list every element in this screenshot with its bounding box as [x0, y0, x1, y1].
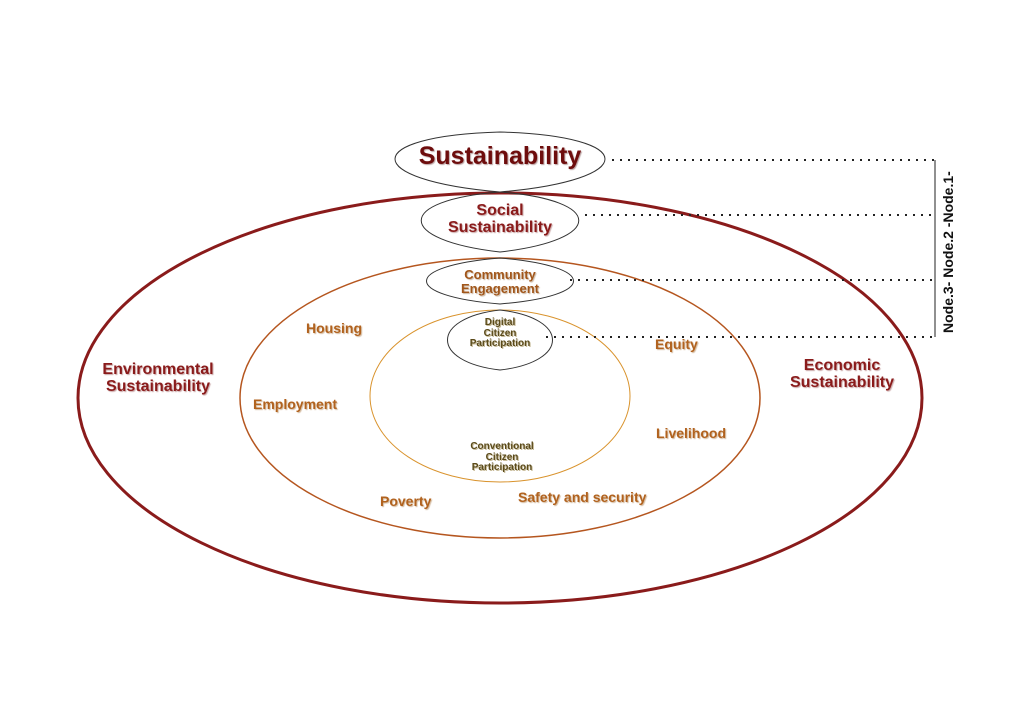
conventional-citizen-participation-label: Conventional Citizen Participation: [452, 441, 552, 474]
sustainability-label: Sustainability: [418, 142, 582, 170]
economic-sustainability-label: Economic Sustainability: [772, 357, 912, 392]
theme-livelihood: Livelihood: [656, 425, 726, 441]
social-line2: Sustainability: [447, 218, 553, 236]
node-axis-label: Node.3- Node.2 -Node.1-: [940, 171, 956, 333]
theme-employment: Employment: [253, 396, 338, 412]
economic-line1: Economic: [803, 357, 881, 374]
environmental-line1: Environmental: [102, 361, 214, 378]
digital-line2: Citizen: [483, 327, 517, 339]
leaf-digital: [447, 309, 553, 371]
digital-line3: Participation: [469, 338, 531, 349]
digital-citizen-participation-label: Digital Citizen Participation: [450, 317, 550, 350]
theme-housing: Housing: [306, 320, 362, 336]
theme-equity: Equity: [655, 336, 698, 352]
community-line1: Community: [464, 267, 536, 282]
community-engagement-label: Community Engagement: [430, 268, 570, 295]
community-line2: Engagement: [460, 280, 539, 296]
conventional-line2: Citizen: [485, 451, 519, 463]
conventional-line3: Participation: [471, 462, 533, 473]
digital-line1: Digital: [484, 317, 516, 328]
social-sustainability-label: Social Sustainability: [420, 202, 580, 237]
environmental-line2: Sustainability: [105, 377, 211, 395]
outer-ellipse: [76, 191, 924, 605]
environmental-sustainability-label: Environmental Sustainability: [88, 361, 228, 396]
economic-line2: Sustainability: [789, 373, 895, 391]
social-line1: Social: [476, 202, 524, 219]
theme-poverty: Poverty: [380, 493, 432, 509]
leaf-social: [420, 191, 580, 253]
leaf-community: [426, 257, 574, 305]
conventional-line1: Conventional: [470, 441, 534, 452]
theme-safety-and-security: Safety and security: [518, 489, 647, 505]
